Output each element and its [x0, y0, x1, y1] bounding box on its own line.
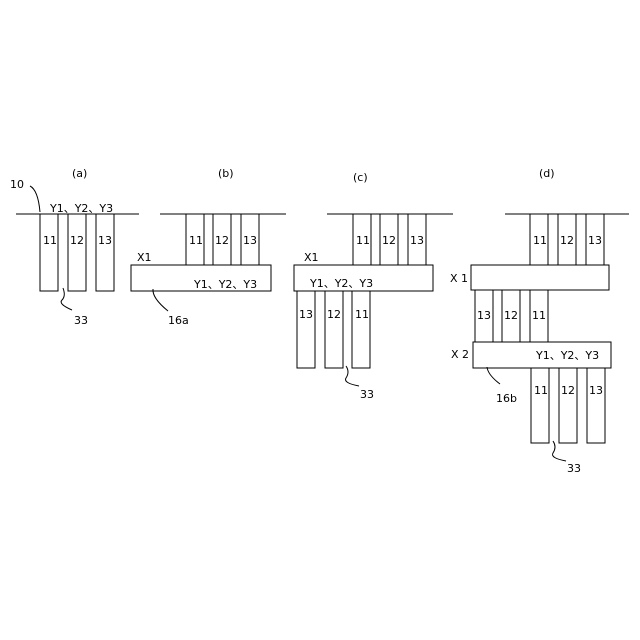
strip-11-label: 11: [533, 234, 547, 247]
panel-a: (a) 10 Y1、Y2、Y3 11 12 13 33: [10, 167, 139, 327]
gap-reference-33: 33: [360, 388, 374, 401]
panel-d-label: (d): [539, 167, 555, 180]
panel-c: (c) 11 12 13 X1 Y1、Y2、Y3 13 12 11 33: [294, 171, 453, 401]
strip-11-label: 11: [356, 234, 370, 247]
strip-12-lower: [325, 291, 343, 368]
gap-reference-33: 33: [74, 314, 88, 327]
strip-12-mid-label: 12: [504, 309, 518, 322]
strip-11-label: 11: [189, 234, 203, 247]
strip-13-label: 13: [588, 234, 602, 247]
strip-12-lower-label: 12: [561, 384, 575, 397]
roller-leader-line: [153, 289, 168, 311]
roller-reference-16b: 16b: [496, 392, 517, 405]
base-leader-line: [30, 186, 40, 212]
strip-11-mid-label: 11: [532, 309, 546, 322]
strip-12-label: 12: [70, 234, 84, 247]
strip-12-label: 12: [382, 234, 396, 247]
strip-11-lower: [352, 291, 370, 368]
strip-12-label: 12: [215, 234, 229, 247]
strip-13: [96, 214, 114, 291]
strip-13-lower: [587, 368, 605, 443]
panel-c-label: (c): [353, 171, 368, 184]
base-reference-10: 10: [10, 178, 24, 191]
strip-12-lower: [559, 368, 577, 443]
panel-c-y-label: Y1、Y2、Y3: [309, 277, 373, 290]
strip-12: [68, 214, 86, 291]
strip-11-label: 11: [43, 234, 57, 247]
strip-11-lower-label: 11: [534, 384, 548, 397]
panel-b-label: (b): [218, 167, 234, 180]
panel-c-x-label: X1: [304, 251, 319, 264]
panel-b-x-label: X1: [137, 251, 152, 264]
strip-11-lower: [531, 368, 549, 443]
strip-12-label: 12: [560, 234, 574, 247]
panel-d: (d) 11 12 13 X 1 13 12 11 X 2 Y1、Y2、Y3 1…: [450, 167, 629, 475]
strip-13-mid-label: 13: [477, 309, 491, 322]
panel-a-y-label: Y1、Y2、Y3: [49, 202, 113, 215]
panel-d-x1-label: X 1: [450, 272, 468, 285]
strip-11-lower-label: 11: [355, 308, 369, 321]
strip-13-label: 13: [243, 234, 257, 247]
strip-11: [40, 214, 58, 291]
roller-upper: [471, 265, 609, 290]
panel-b-y-label: Y1、Y2、Y3: [193, 278, 257, 291]
panel-d-y-label: Y1、Y2、Y3: [535, 349, 599, 362]
panel-a-label: (a): [72, 167, 87, 180]
gap-leader-line: [553, 441, 566, 461]
strip-12-lower-label: 12: [327, 308, 341, 321]
roller-reference-16a: 16a: [168, 314, 189, 327]
strip-13-label: 13: [98, 234, 112, 247]
strip-13-lower-label: 13: [299, 308, 313, 321]
gap-reference-33: 33: [567, 462, 581, 475]
panel-b: (b) 11 12 13 X1 Y1、Y2、Y3 16a: [131, 167, 286, 327]
strip-13-lower-label: 13: [589, 384, 603, 397]
panel-d-x2-label: X 2: [451, 348, 469, 361]
strip-13-label: 13: [410, 234, 424, 247]
strip-13-lower: [297, 291, 315, 368]
roller-leader-line: [487, 367, 500, 384]
gap-leader-line: [346, 366, 359, 386]
